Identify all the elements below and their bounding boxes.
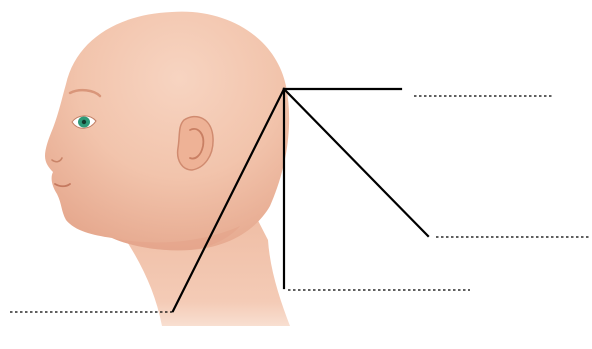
pupil xyxy=(82,120,86,124)
head xyxy=(45,12,289,251)
line-diagonal-right xyxy=(284,89,428,236)
